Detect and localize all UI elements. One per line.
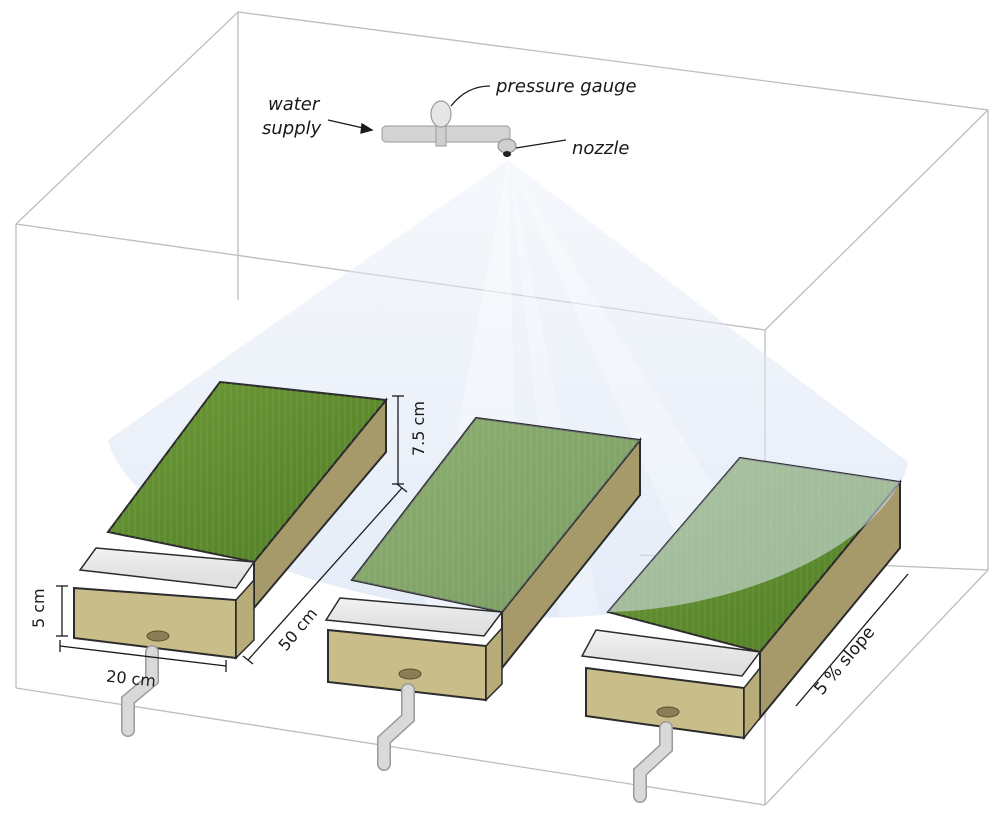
pressure-gauge-label: pressure gauge xyxy=(495,76,637,97)
plot-tray-1 xyxy=(73,380,388,737)
tray-2-lip xyxy=(324,597,504,637)
dimension-lines xyxy=(56,395,909,707)
plot-tray-2 xyxy=(324,416,642,771)
tray-3-drain xyxy=(656,706,680,718)
grass-height-label: 7.5 cm xyxy=(409,401,428,456)
tray-2-drain xyxy=(398,668,422,680)
length-label: 50 cm xyxy=(275,604,322,654)
tray-3-lip xyxy=(580,629,762,677)
water-supply-label-1: water xyxy=(268,94,321,115)
plot-tray-3 xyxy=(580,456,902,803)
tray-1-drain xyxy=(146,630,170,642)
tray-height-label: 5 cm xyxy=(29,588,48,628)
nozzle-label: nozzle xyxy=(572,138,629,159)
width-label: 20 cm xyxy=(105,667,157,691)
nozzle-icon xyxy=(497,138,517,154)
nozzle-tip xyxy=(503,151,511,157)
water-supply-label-2: supply xyxy=(262,118,322,139)
leader-lines xyxy=(327,85,567,149)
water-supply-assembly xyxy=(381,100,517,157)
pressure-gauge-icon xyxy=(430,100,452,128)
tray-1-lip xyxy=(78,547,256,589)
